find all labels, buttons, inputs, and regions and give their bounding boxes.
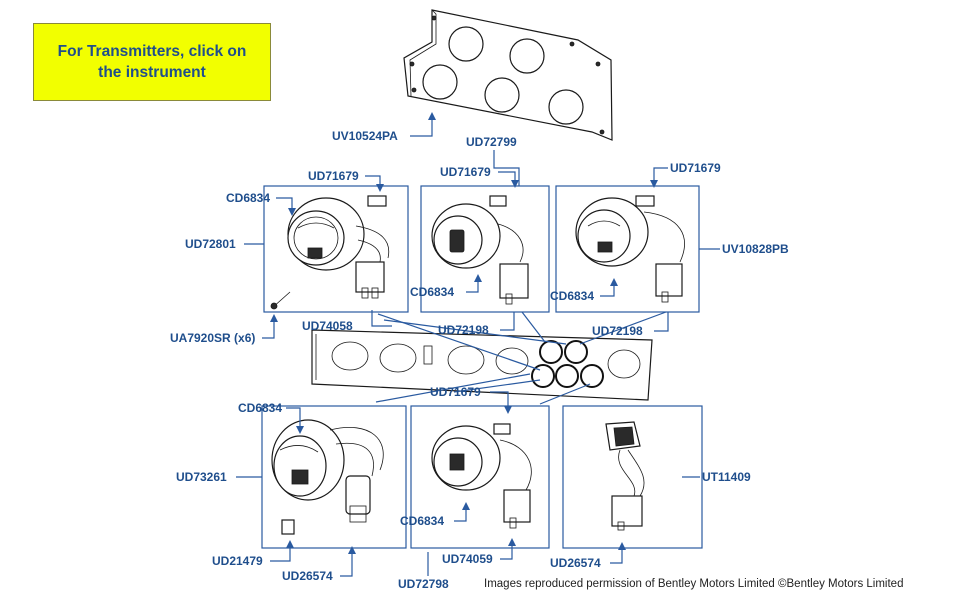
label-harness-left-top[interactable]: UD74058 (302, 319, 353, 333)
label-clip-left-bottom[interactable]: CD6834 (238, 401, 282, 415)
transmitter-drawing[interactable] (562, 405, 703, 549)
label-bulb-mid-top[interactable]: UD71679 (440, 165, 491, 179)
label-harness-right-top[interactable]: UD72198 (592, 324, 643, 338)
label-mounting-plate[interactable]: UV10524PA (332, 129, 398, 143)
label-harness-right-bottom[interactable]: UD26574 (550, 556, 601, 570)
gauge-top-middle-drawing[interactable] (420, 185, 550, 313)
dashboard-fascia-drawing (311, 329, 653, 401)
gauge-top-right-drawing[interactable] (555, 185, 700, 313)
label-clip-right-top[interactable]: CD6834 (550, 289, 594, 303)
label-gauge-mid-bottom[interactable]: UD72798 (398, 577, 449, 591)
label-screw[interactable]: UA7920SR (x6) (170, 331, 255, 345)
label-gauge-left-top[interactable]: UD72801 (185, 237, 236, 251)
callout-text: For Transmitters, click on the instrumen… (57, 43, 247, 81)
label-harness-mid-bottom[interactable]: UD74059 (442, 552, 493, 566)
transmitters-callout[interactable]: For Transmitters, click on the instrumen… (33, 23, 271, 101)
label-bulb-holder-bottom[interactable]: UD21479 (212, 554, 263, 568)
leader-lines (236, 112, 720, 577)
label-harness-left-bottom[interactable]: UD26574 (282, 569, 333, 583)
label-transmitter[interactable]: UT11409 (702, 470, 751, 484)
label-bulb-left-top[interactable]: UD71679 (308, 169, 359, 183)
label-gauge-right-top[interactable]: UV10828PB (722, 242, 789, 256)
label-clip-mid-bottom[interactable]: CD6834 (400, 514, 444, 528)
image-credit: Images reproduced permission of Bentley … (484, 578, 904, 590)
gauge-bottom-middle-drawing[interactable] (410, 405, 550, 549)
label-panel-bulb-top[interactable]: UD72799 (466, 135, 517, 149)
label-bulb-bottom[interactable]: UD71679 (430, 385, 481, 399)
mounting-plate-drawing[interactable] (403, 9, 613, 141)
gauge-top-left-drawing[interactable] (263, 185, 409, 313)
label-harness-mid-top[interactable]: UD72198 (438, 323, 489, 337)
instrument-aperture-circles[interactable] (531, 340, 604, 388)
label-clip-mid-top[interactable]: CD6834 (410, 285, 454, 299)
label-gauge-left-bottom[interactable]: UD73261 (176, 470, 227, 484)
label-clip-left-top[interactable]: CD6834 (226, 191, 270, 205)
label-bulb-right-top[interactable]: UD71679 (670, 161, 721, 175)
gauge-bottom-left-drawing[interactable] (261, 405, 407, 549)
